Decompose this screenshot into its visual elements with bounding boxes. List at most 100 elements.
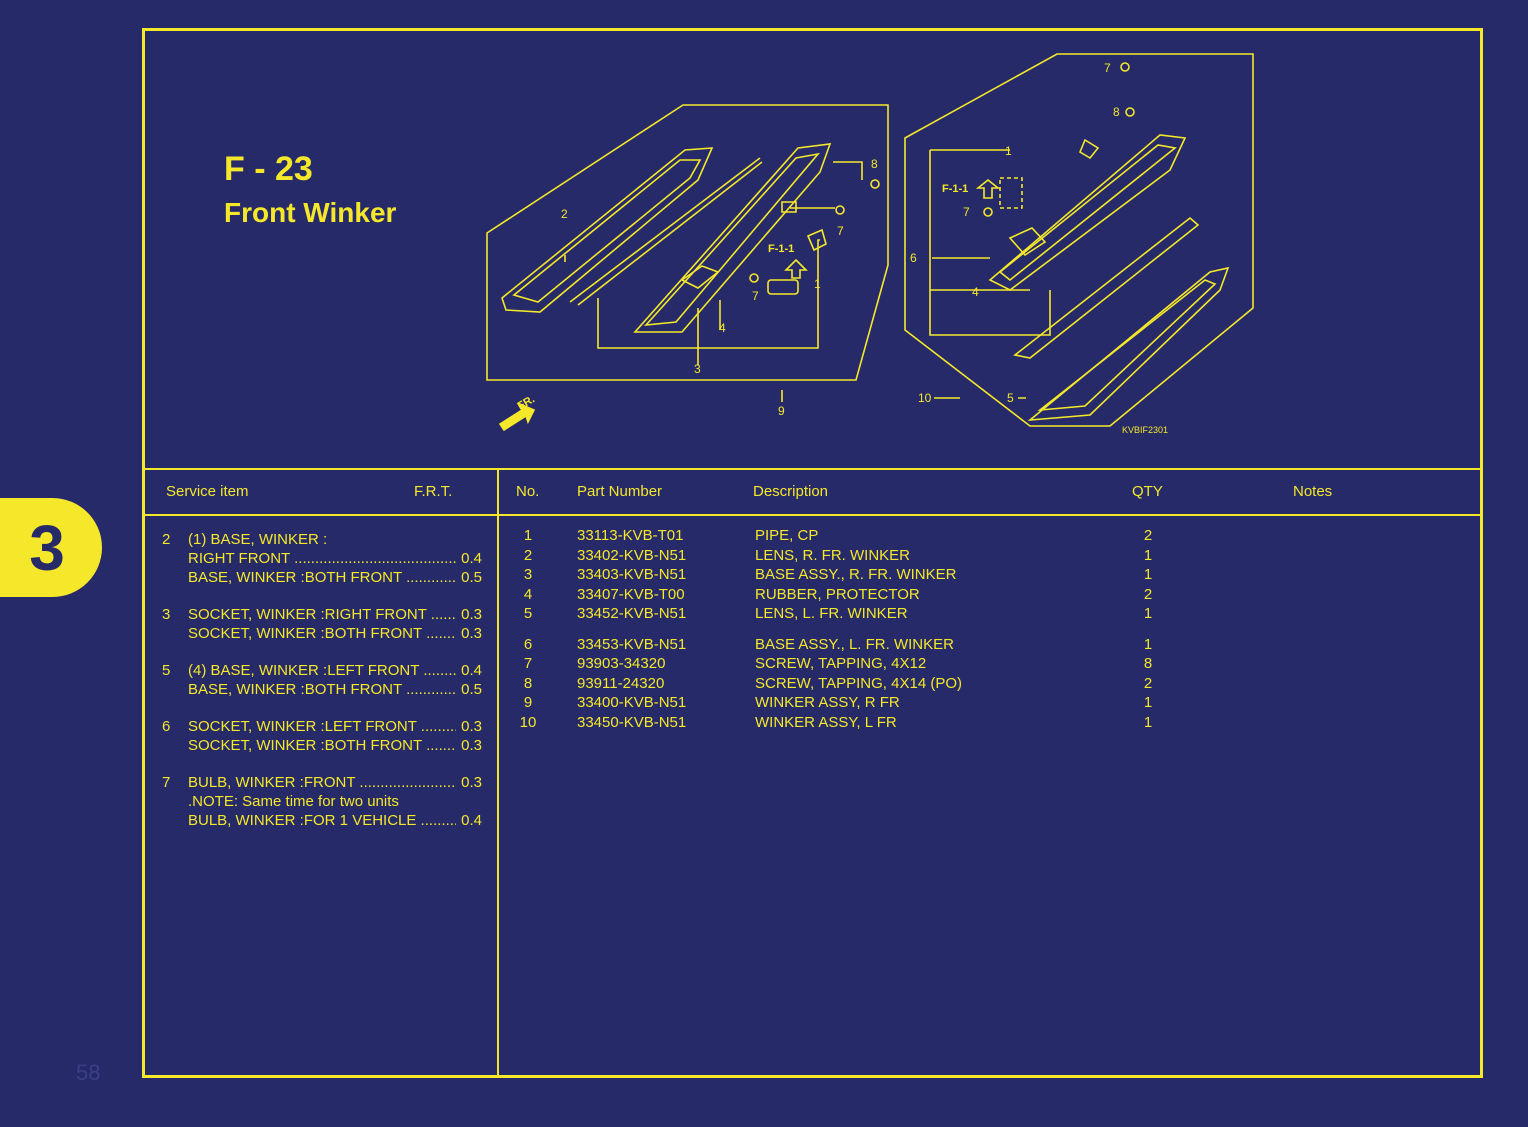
frt-value: 0.3 [461,774,482,791]
callout-1: 1 [814,277,821,291]
part-description: WINKER ASSY, L FR [755,713,897,731]
frt-value: 0.3 [461,718,482,735]
callout-9: 9 [778,404,785,418]
notes-header: Notes [1293,483,1333,500]
part-qty: 2 [1143,585,1153,603]
part-description: SCREW, TAPPING, 4X12 [755,655,927,672]
service-row: BULB, WINKER :FOR 1 VEHICLE0.4 [162,811,482,830]
reference-f-1-1: F-1-1 [942,183,968,195]
qty-header: QTY [1132,483,1163,500]
callout-2: 2 [561,207,568,221]
part-number: 93903-34320 [577,655,666,672]
left-lens-part [1027,266,1230,422]
part-description: PIPE, CP [755,527,819,544]
service-ref-number [162,680,188,699]
part-description: RUBBER, PROTECTOR [755,585,920,603]
reference-f-1-1: F-1-1 [768,243,794,255]
service-row: RIGHT FRONT 0.4 [162,549,482,568]
part-no: 7 [523,655,533,672]
service-ref-number: 6 [162,718,171,735]
exploded-diagram: 2 8 7 1 7 4 3 9 F-1-1 7 8 1 F-1-1 7 6 4 … [486,53,1254,435]
service-ref-number: 5 [162,662,171,679]
callout-7: 7 [963,205,970,219]
service-item-text: SOCKET, WINKER :LEFT FRONT [188,717,456,736]
callout-10: 10 [918,391,932,405]
part-description: LENS, L. FR. WINKER [755,605,908,622]
part-number: 33453-KVB-N51 [577,635,687,653]
part-number: 33450-KVB-N51 [577,713,687,731]
service-ref-number [162,736,188,755]
service-row: BASE, WINKER :BOTH FRONT 0.5 [162,680,482,699]
right-lens-part [501,147,714,313]
left-winker-group-frame [904,53,1254,427]
service-item-text: SOCKET, WINKER :BOTH FRONT [188,736,456,755]
part-no: 4 [523,585,533,603]
part-no: 10 [519,713,537,731]
frt-value: 0.4 [461,550,482,567]
service-item-text: .NOTE: Same time for two units [188,793,399,810]
service-ref-number [162,568,188,587]
service-item-text: SOCKET, WINKER :RIGHT FRONT [188,605,456,624]
part-number: 33402-KVB-N51 [577,546,687,564]
header-divider [142,468,1483,470]
part-qty: 8 [1143,655,1153,672]
service-item-header: Service item [166,483,249,500]
service-row: 5(4) BASE, WINKER :LEFT FRONT0.4 [162,661,482,680]
callout-4: 4 [972,285,979,299]
service-ref-number: 2 [162,531,171,548]
callout-3: 3 [694,362,701,376]
section-tab[interactable]: 3 [0,498,102,597]
part-description: BASE ASSY., R. FR. WINKER [755,566,957,583]
service-item-text: SOCKET, WINKER :BOTH FRONT [188,624,456,643]
part-no: 1 [523,527,533,544]
service-row: SOCKET, WINKER :BOTH FRONT 0.3 [162,736,482,755]
part-qty: 1 [1143,605,1153,622]
part-number: 33400-KVB-N51 [577,694,687,711]
service-ref-number [162,624,188,643]
part-qty: 2 [1143,527,1153,544]
service-row: SOCKET, WINKER :BOTH FRONT 0.3 [162,624,482,643]
part-number: 93911-24320 [577,674,665,692]
part-no: 2 [523,546,533,564]
front-direction-arrow [498,402,536,432]
service-ref-number: 3 [162,606,171,623]
part-description: SCREW, TAPPING, 4X14 (PO) [755,674,962,692]
description-header: Description [753,483,829,500]
service-row: BASE, WINKER :BOTH FRONT0.5 [162,568,482,587]
part-description: BASE ASSY., L. FR. WINKER [755,635,954,653]
service-item-text: BASE, WINKER :BOTH FRONT [188,680,456,699]
service-item-text: (1) BASE, WINKER : [188,531,328,548]
part-qty: 1 [1143,566,1153,583]
frt-value: 0.3 [461,625,482,642]
part-number: 33113-KVB-T01 [577,527,684,544]
page-title: Front Winker [224,197,397,228]
part-number-header: Part Number [577,483,663,500]
frt-value: 0.5 [461,681,482,698]
service-item-text: RIGHT FRONT [188,549,456,568]
part-number: 33403-KVB-N51 [577,566,687,583]
page-frame [142,28,1483,1078]
frt-header: F.R.T. [414,483,453,500]
part-description: WINKER ASSY, R FR [755,694,900,711]
service-row: .NOTE: Same time for two units [162,792,482,811]
frt-value: 0.3 [461,737,482,754]
part-no: 8 [523,674,533,692]
service-item-text: BULB, WINKER :FRONT [188,773,456,792]
part-no: 3 [523,566,533,583]
part-qty: 1 [1143,713,1153,731]
left-base-part [988,134,1187,291]
callout-1: 1 [1005,144,1012,158]
part-number: 33452-KVB-N51 [577,605,687,622]
column-divider [497,468,499,1078]
frt-value: 0.4 [461,662,482,679]
callout-4: 4 [719,321,726,335]
frt-value [456,530,482,549]
part-description: LENS, R. FR. WINKER [755,546,911,564]
no-header: No. [516,483,540,500]
